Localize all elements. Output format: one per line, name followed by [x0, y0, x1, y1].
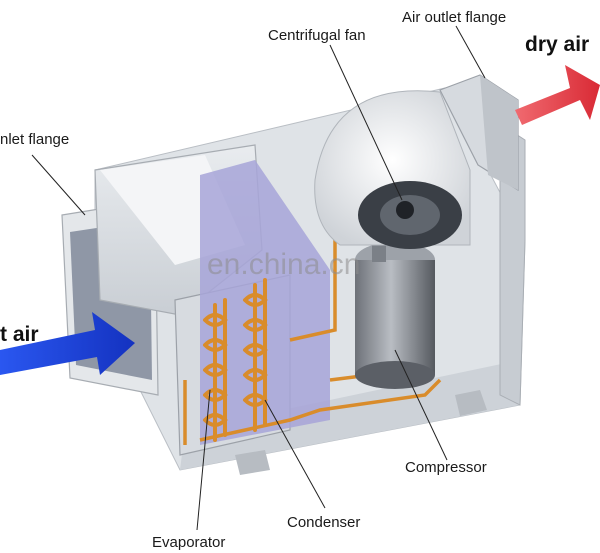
compressor-label: Compressor	[405, 459, 487, 476]
mount-foot-right	[455, 390, 487, 416]
centrifugal-fan	[314, 90, 471, 249]
dry-air-label: dry air	[525, 33, 590, 56]
evaporator-label: Evaporator	[152, 534, 226, 551]
inlet-flange-label: nlet flange	[0, 131, 70, 148]
dry-air-arrow	[515, 65, 600, 125]
wet-air-arrow	[0, 312, 135, 375]
condenser-label: Condenser	[287, 514, 361, 531]
evaporator-coils	[203, 298, 228, 442]
watermark: en.china.cn	[207, 248, 361, 281]
outlet-flange-face	[480, 75, 518, 190]
leader-lines	[31, 25, 486, 531]
casing-floor	[180, 360, 520, 470]
centrifugal-fan-label: Centrifugal fan	[268, 27, 366, 44]
air-outlet-flange-label: Air outlet flange	[402, 9, 507, 26]
wet-air-label: t air	[0, 323, 39, 346]
mount-foot-left	[235, 450, 270, 475]
compressor	[355, 232, 435, 389]
